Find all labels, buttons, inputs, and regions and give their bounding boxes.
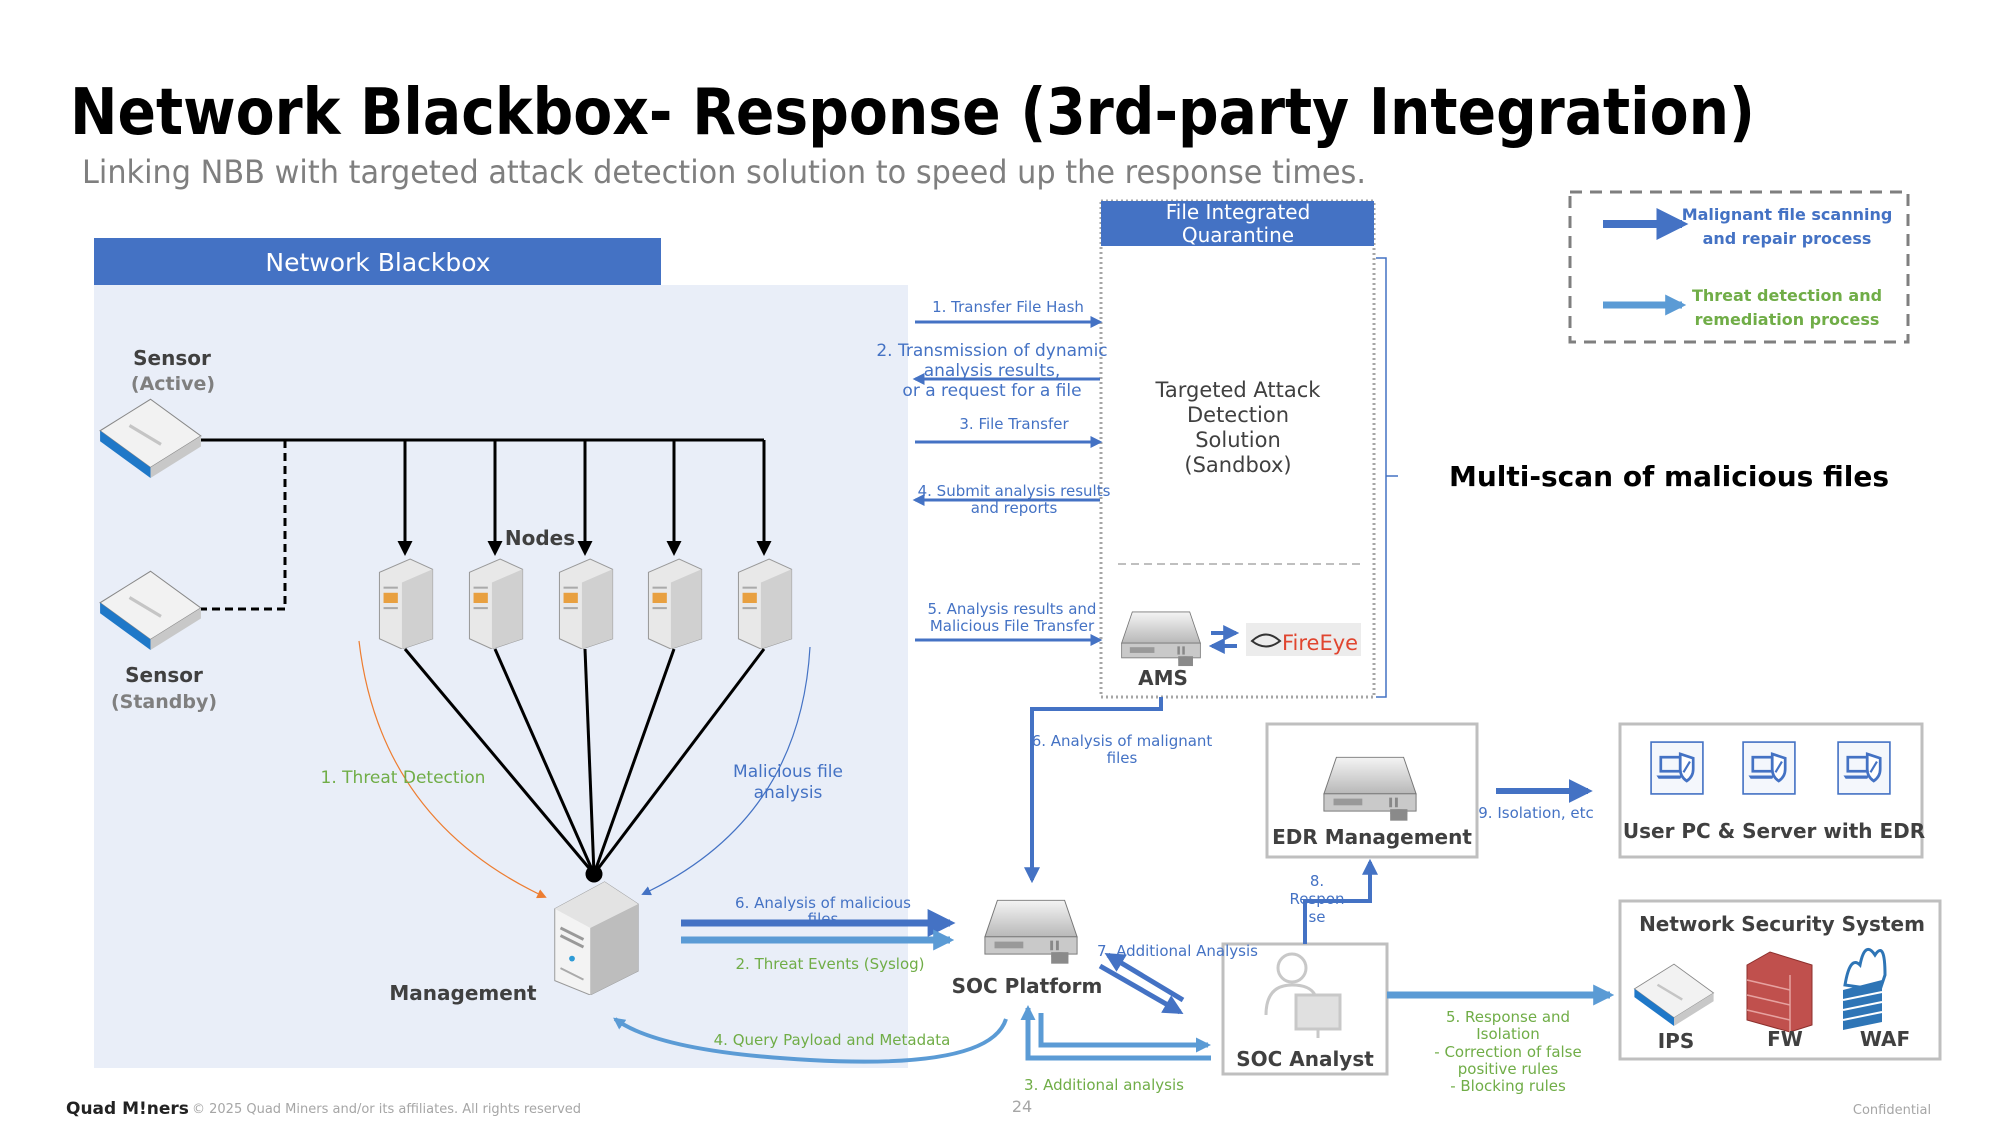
fw-label: FW — [1767, 1027, 1803, 1051]
waf-label: WAF — [1860, 1027, 1910, 1051]
ams-label: AMS — [1138, 666, 1188, 690]
sensor-active-label: Sensor — [133, 346, 211, 370]
node-server-icon — [558, 557, 614, 649]
flow-3-additional-label: 3. Additional analysis — [1024, 1076, 1184, 1094]
node-server-icon — [647, 557, 703, 649]
threat-detection-curve — [358, 640, 547, 899]
fireeye-logo — [1246, 623, 1361, 656]
swap-arrows-icon — [1208, 625, 1240, 654]
ams-server-icon — [1121, 611, 1201, 667]
malicious-analysis-curve — [641, 646, 811, 896]
soc-platform-label: SOC Platform — [952, 974, 1103, 998]
ips-label: IPS — [1658, 1029, 1695, 1053]
flow-4-query-label: 4. Query Payload and Metadata — [714, 1031, 951, 1049]
node-server-icon — [737, 557, 793, 649]
analyst-icon — [1264, 952, 1342, 1038]
nbb-header — [94, 238, 661, 285]
flow-6-malignant-arrow — [1024, 697, 1163, 884]
edr-server-icon — [1323, 756, 1417, 822]
flow-3-label: 3. File Transfer — [959, 415, 1069, 433]
multiscan-label: Multi-scan of malicious files — [1449, 460, 1889, 493]
fireeye-logo-text: FireEye — [1282, 631, 1358, 655]
flow-7-label: 7. Additional Analysis — [1097, 942, 1258, 960]
edr-label: EDR Management — [1272, 825, 1472, 849]
quarantine-header — [1101, 201, 1374, 246]
nodes-label: Nodes — [505, 526, 575, 550]
flow-7-arrows — [1098, 952, 1185, 1015]
flow-3-additional-arrows — [1020, 1005, 1211, 1061]
nss-label: Network Security System — [1639, 912, 1925, 936]
page-title: Network Blackbox- Response (3rd-party In… — [70, 76, 1755, 150]
flow-9-label: 9. Isolation, etc — [1478, 804, 1593, 822]
pc-shield-icon — [1650, 741, 1704, 795]
node-server-icon — [378, 557, 434, 649]
user-pc-label: User PC & Server with EDR — [1623, 819, 1925, 843]
legend-box — [1568, 190, 1910, 344]
node-to-management-links — [403, 648, 766, 883]
sensor-links — [201, 438, 772, 611]
nbb-panel — [94, 285, 908, 1068]
waf-icon — [1842, 947, 1887, 1030]
sensor-standby-label: Sensor — [125, 663, 203, 687]
threat-detection-label: 1. Threat Detection — [321, 768, 486, 788]
sandbox-flows — [912, 316, 1103, 646]
query-payload-curve — [613, 1017, 1008, 1064]
soc-analyst-label: SOC Analyst — [1236, 1047, 1374, 1071]
nbb-header-label: Network Blackbox — [265, 248, 490, 277]
sensor-standby-status: (Standby) — [111, 691, 217, 713]
fireeye-eye-icon — [1250, 633, 1282, 648]
multiscan-bracket — [1376, 257, 1398, 698]
page-number: 24 — [1012, 1097, 1032, 1116]
soc-platform-server-icon — [984, 899, 1078, 965]
page-subtitle: Linking NBB with targeted attack detecti… — [82, 153, 1366, 191]
flow-8-arrow — [1303, 858, 1378, 944]
confidential-label: Confidential — [1853, 1103, 1931, 1118]
firewall-icon — [1746, 951, 1813, 1033]
pc-shield-icon — [1742, 741, 1796, 795]
node-server-icon — [468, 557, 524, 649]
copyright: © 2025 Quad Miners and/or its affiliates… — [192, 1102, 581, 1117]
flow-2-syslog-label: 2. Threat Events (Syslog) — [736, 955, 925, 973]
quad-miners-logo: Quad M!ners — [66, 1099, 189, 1119]
pc-shield-icon — [1837, 741, 1891, 795]
sensor-active-status: (Active) — [131, 373, 215, 395]
management-label: Management — [389, 981, 537, 1005]
flow-1-label: 1. Transfer File Hash — [932, 298, 1084, 316]
